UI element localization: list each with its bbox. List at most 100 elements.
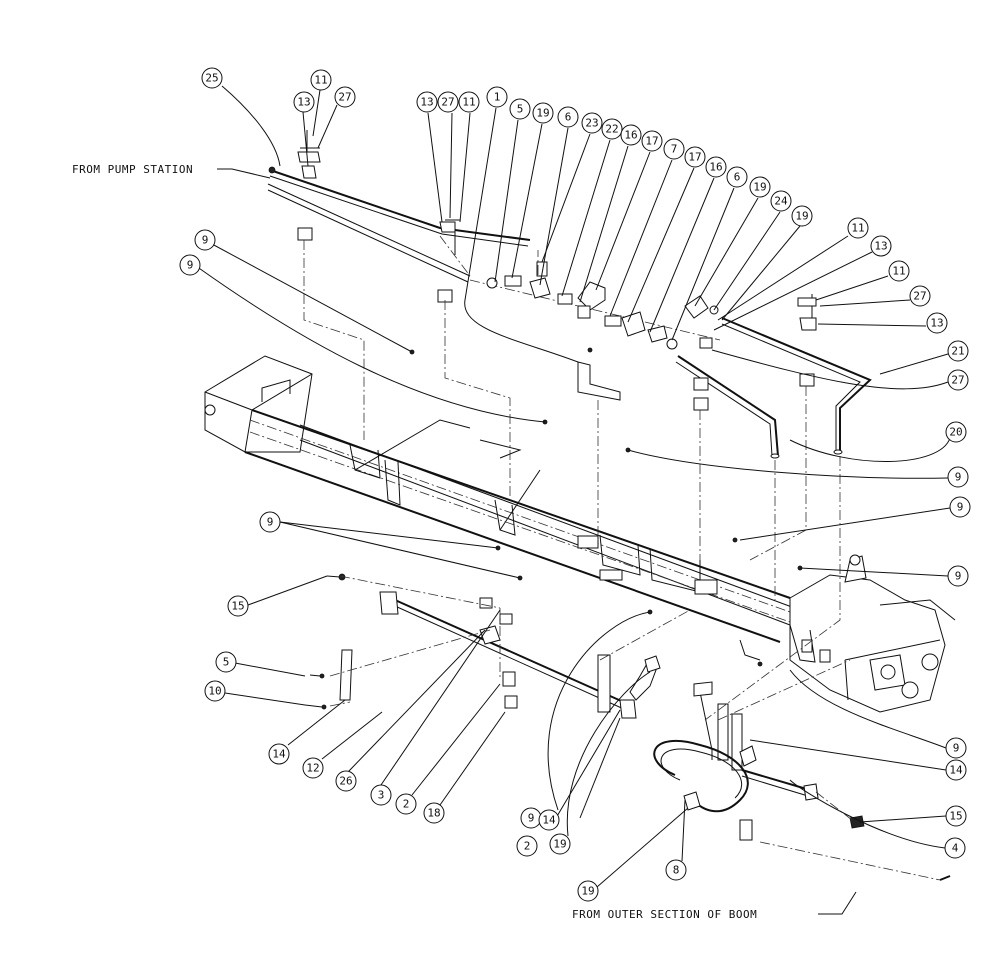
note-outer-section: FROM OUTER SECTION OF BOOM [572,891,857,921]
svg-text:24: 24 [774,195,788,208]
svg-text:25: 25 [205,72,218,85]
note-outer-section-text: FROM OUTER SECTION OF BOOM [572,908,757,921]
svg-text:1: 1 [494,91,501,104]
svg-text:15: 15 [949,810,962,823]
callout-13: 13 [293,91,315,113]
callout-18: 18 [423,802,445,824]
svg-text:4: 4 [952,842,959,855]
leader-lines [195,85,951,888]
callout-23: 23 [581,112,603,134]
callout-8: 8 [665,859,687,881]
callout-2: 2 [516,835,538,857]
svg-text:27: 27 [913,290,926,303]
svg-text:7: 7 [671,143,678,156]
svg-text:27: 27 [441,96,454,109]
callout-9: 9 [179,254,201,276]
svg-text:14: 14 [949,764,963,777]
callout-11: 11 [888,260,910,282]
svg-text:19: 19 [795,210,808,223]
callout-3: 3 [370,784,392,806]
callout-20: 20 [945,421,967,443]
svg-text:14: 14 [542,814,556,827]
svg-text:2: 2 [524,840,531,853]
callout-27: 27 [437,91,459,113]
callout-13: 13 [926,312,948,334]
callout-19: 19 [791,205,813,227]
callout-13: 13 [870,235,892,257]
callout-15: 15 [945,805,967,827]
callout-19: 19 [577,880,599,902]
callout-17: 17 [641,130,663,152]
svg-text:11: 11 [462,96,475,109]
svg-text:6: 6 [734,171,741,184]
callout-11: 11 [310,69,332,91]
callout-4: 4 [944,837,966,859]
upper-plumbing [267,130,872,459]
svg-text:21: 21 [951,345,964,358]
callout-6: 6 [557,106,579,128]
svg-text:13: 13 [874,240,887,253]
callout-13: 13 [416,91,438,113]
callout-11: 11 [458,91,480,113]
callout-5: 5 [215,651,237,673]
assembly-centerlines [303,235,853,821]
callout-10: 10 [204,680,226,702]
svg-text:18: 18 [427,807,440,820]
svg-text:5: 5 [223,656,230,669]
callout-27: 27 [334,86,356,108]
svg-text:19: 19 [581,885,594,898]
svg-text:13: 13 [297,96,310,109]
callout-14: 14 [268,743,290,765]
callout-27: 27 [947,369,969,391]
svg-text:9: 9 [267,516,274,529]
callout-5: 5 [509,98,531,120]
svg-text:9: 9 [957,501,964,514]
boom-frame [204,355,956,713]
svg-text:8: 8 [673,864,680,877]
svg-text:9: 9 [953,742,960,755]
svg-text:19: 19 [753,181,766,194]
callout-9: 9 [947,565,969,587]
svg-text:9: 9 [187,259,194,272]
svg-text:15: 15 [231,600,244,613]
callout-19: 19 [749,176,771,198]
svg-text:13: 13 [420,96,433,109]
svg-text:2: 2 [403,798,410,811]
svg-text:9: 9 [955,570,962,583]
svg-text:23: 23 [585,117,598,130]
svg-text:16: 16 [624,129,637,142]
callout-16: 16 [705,156,727,178]
svg-text:16: 16 [709,161,722,174]
callout-9: 9 [259,511,281,533]
svg-text:19: 19 [536,107,549,120]
callout-9: 9 [949,496,971,518]
lower-plumbing [304,347,951,881]
callout-25: 25 [201,67,223,89]
svg-text:9: 9 [202,234,209,247]
callout-9: 9 [194,229,216,251]
callout-9: 9 [520,807,542,829]
callout-16: 16 [620,124,642,146]
svg-text:9: 9 [528,812,535,825]
svg-text:22: 22 [605,123,618,136]
callout-14: 14 [538,809,560,831]
callout-7: 7 [663,138,685,160]
callout-12: 12 [302,757,324,779]
callout-14: 14 [945,759,967,781]
note-pump-station-text: FROM PUMP STATION [72,163,193,176]
svg-text:10: 10 [208,685,221,698]
svg-text:14: 14 [272,748,286,761]
svg-text:11: 11 [851,222,864,235]
svg-text:20: 20 [949,426,962,439]
callout-1: 1 [486,86,508,108]
callout-bubbles: 11 25 27 13 13 27 11 1 5 19 6 23 22 16 1… [179,67,971,902]
svg-text:9: 9 [955,471,962,484]
svg-text:12: 12 [306,762,319,775]
callout-6: 6 [726,166,748,188]
svg-text:13: 13 [930,317,943,330]
callout-24: 24 [770,190,792,212]
callout-15: 15 [227,595,249,617]
callout-11: 11 [847,217,869,239]
svg-text:26: 26 [339,775,352,788]
